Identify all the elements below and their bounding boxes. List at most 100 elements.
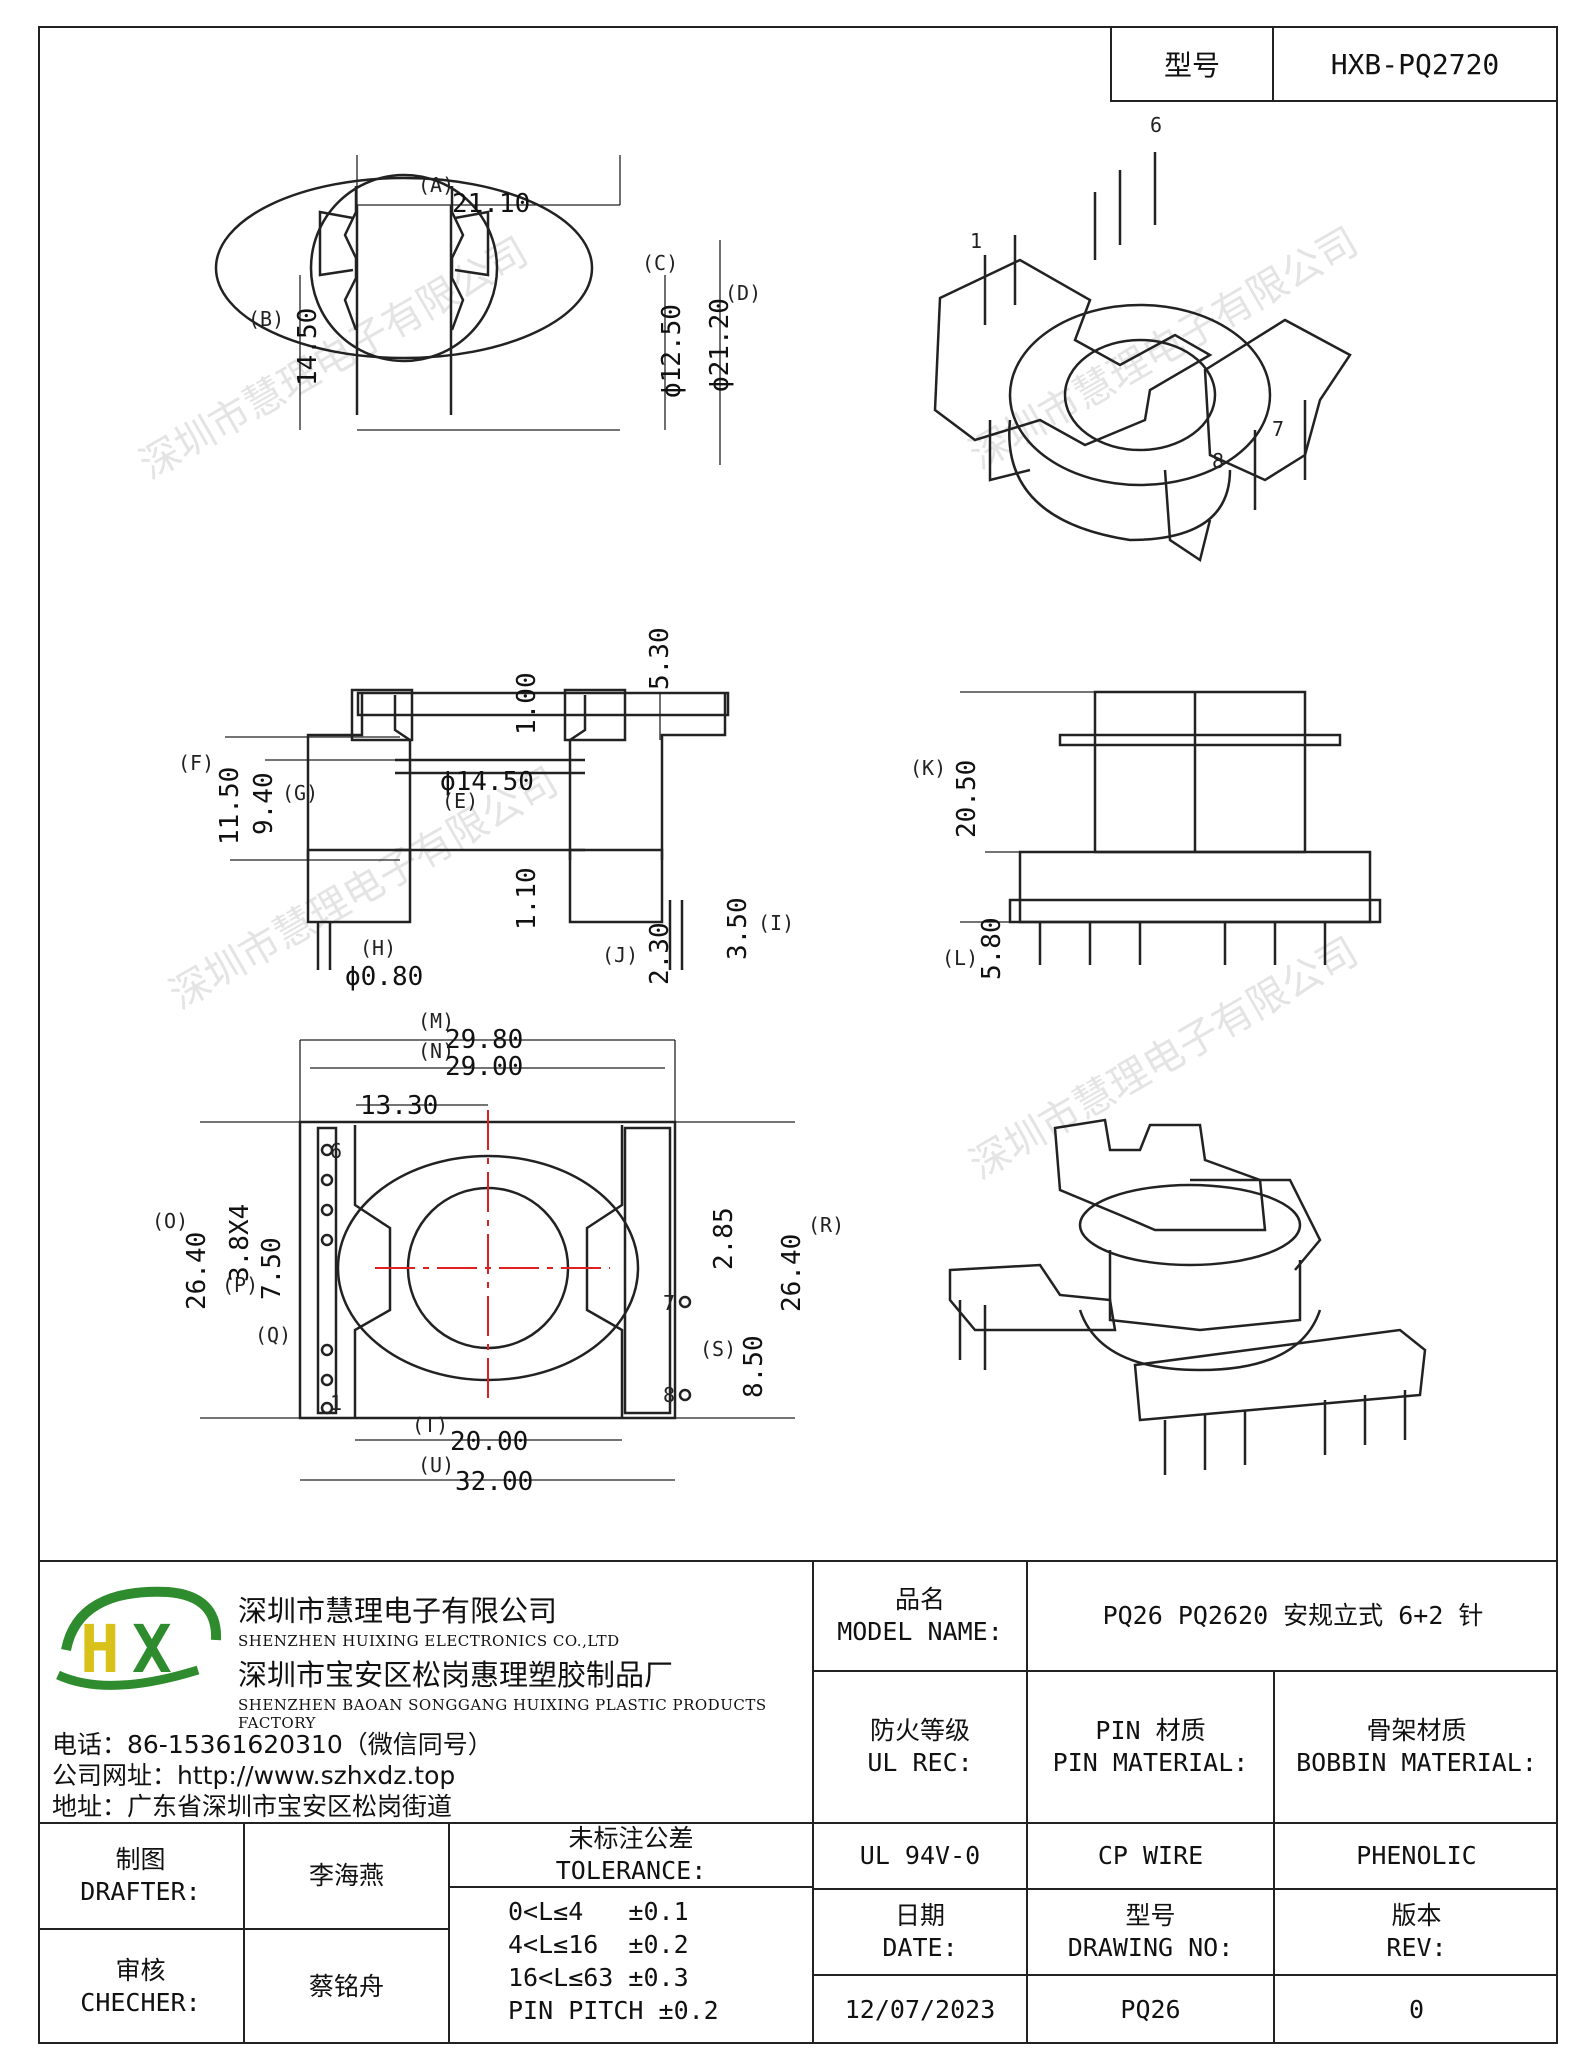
bottom-flange <box>356 691 730 717</box>
rev-header: 版本 REV: <box>1386 1901 1447 1962</box>
dim-S: 8.50 <box>739 1335 769 1398</box>
dim-F: 11.50 <box>215 767 245 845</box>
logo-letter-h: H <box>80 1611 120 1688</box>
dim-label-I: (I) <box>758 911 794 935</box>
iso-pin-7: 7 <box>1272 417 1284 441</box>
dim-M: 29.80 <box>445 1025 523 1055</box>
ul-rec-header: 防火等级 UL REC: <box>867 1716 973 1777</box>
iso-pin-8: 8 <box>1212 449 1224 473</box>
dim-label-B: (B) <box>248 307 284 331</box>
dim-K: 20.50 <box>952 760 982 838</box>
model-header-box: 型号 HXB-PQ2720 <box>1110 26 1558 102</box>
tolerance-row: 16<L≤63 ±0.3 <box>508 1963 689 1992</box>
dim-P-pitch: 3.8X4 <box>225 1204 255 1282</box>
dim-13-30: 13.30 <box>360 1091 438 1121</box>
flange-outline <box>214 176 594 360</box>
tolerance-row: 4<L≤16 ±0.2 <box>508 1930 689 1959</box>
date-header: 日期 DATE: <box>882 1901 958 1962</box>
center-bore <box>309 173 499 363</box>
iso-view-top <box>933 152 1352 563</box>
drawing-frame <box>38 26 1558 2044</box>
dim-O: 26.40 <box>182 1232 212 1310</box>
tolerance-table: 0<L≤4 ±0.1 4<L≤16 ±0.2 16<L≤63 ±0.3 PIN … <box>508 1895 719 2027</box>
title-block: H X 深圳市慧理电子有限公司 SHENZHEN HUIXING ELECTRO… <box>38 1560 1558 2044</box>
end-core <box>1093 690 1307 854</box>
dim-label-P: (P) <box>222 1273 258 1297</box>
company-logo: H X <box>56 1586 222 1690</box>
pin-label-6: 6 <box>330 1139 342 1163</box>
dim-E: ϕ14.50 <box>440 767 534 797</box>
dim-H: ϕ0.80 <box>345 962 423 992</box>
top-view <box>214 155 721 465</box>
model-name-value: PQ26 PQ2620 安规立式 6+2 针 <box>1102 1601 1484 1630</box>
dim-label-R: (R) <box>808 1213 844 1237</box>
pin-label-1: 1 <box>330 1391 342 1415</box>
company-website: 公司网址：http://www.szhxdz.top <box>52 1761 456 1790</box>
logo-letter-x: X <box>132 1611 172 1688</box>
dim-P: 7.50 <box>257 1237 287 1300</box>
dim-C: ϕ12.50 <box>657 304 687 398</box>
tolerance-row: 0<L≤4 ±0.1 <box>508 1897 689 1926</box>
dim-G: 9.40 <box>249 772 279 835</box>
dim-label-Q: (Q) <box>255 1323 291 1347</box>
watermark-text: 深圳市慧理电子有限公司 <box>962 929 1366 1189</box>
drafter-name: 李海燕 <box>308 1861 384 1890</box>
dim-label-N: (N) <box>418 1039 454 1063</box>
company-name-1-en: SHENZHEN HUIXING ELECTRONICS CO.,LTD <box>238 1632 620 1650</box>
dim-I: 3.50 <box>723 897 753 960</box>
drawing-no-header: 型号 DRAWING NO: <box>1067 1901 1234 1962</box>
dim-label-H: (H) <box>360 936 396 960</box>
dim-2-85: 2.85 <box>709 1207 739 1270</box>
dim-R: 26.40 <box>777 1234 807 1312</box>
dim-J: 2.30 <box>645 922 675 985</box>
company-info: H X 深圳市慧理电子有限公司 SHENZHEN HUIXING ELECTRO… <box>38 1560 812 1821</box>
dim-label-A: (A) <box>418 173 454 197</box>
dim-B: 14.50 <box>293 308 323 386</box>
centerlines <box>375 1110 610 1400</box>
end-view <box>960 690 1382 965</box>
dim-5-30: 5.30 <box>645 627 675 690</box>
pin-label-8: 8 <box>663 1383 675 1407</box>
iso-pin-1: 1 <box>970 229 982 253</box>
technical-drawing: 深圳市慧理电子有限公司 深圳市慧理电子有限公司 深圳市慧理电子有限公司 深圳市慧… <box>132 113 1427 1497</box>
dim-1-00: 1.00 <box>512 672 542 735</box>
model-name-header: 品名 MODEL NAME: <box>837 1585 1003 1646</box>
dim-U: 32.00 <box>455 1467 533 1497</box>
model-value: HXB-PQ2720 <box>1330 47 1500 81</box>
bobbin-material-header: 骨架材质 BOBBIN MATERIAL: <box>1296 1716 1537 1777</box>
checker-header: 审核 CHECHER: <box>80 1956 201 2017</box>
drafter-header: 制图 DRAFTER: <box>80 1845 201 1906</box>
iso-view-bottom <box>948 1118 1427 1475</box>
watermark-text: 深圳市慧理电子有限公司 <box>132 229 536 489</box>
tolerance-row: PIN PITCH ±0.2 <box>508 1996 719 2025</box>
company-name-2: 深圳市宝安区松岗惠理塑胶制品厂 <box>238 1658 674 1692</box>
dim-label-F: (F) <box>178 751 214 775</box>
side-view <box>225 688 730 970</box>
ul-value: UL 94V-0 <box>859 1841 981 1870</box>
dim-label-J: (J) <box>602 943 638 967</box>
drawing-no-value: PQ26 <box>1120 1995 1181 2024</box>
dim-label-G: (G) <box>282 781 318 805</box>
dim-label-S: (S) <box>700 1337 736 1361</box>
dim-label-K: (K) <box>910 756 946 780</box>
dim-1-10: 1.10 <box>512 867 542 930</box>
dim-L: 5.80 <box>977 917 1007 980</box>
pin-material-value: CP WIRE <box>1097 1841 1204 1870</box>
dim-label-L: (L) <box>942 946 978 970</box>
model-label: 型号 <box>1112 28 1274 100</box>
pin-label-7: 7 <box>663 1291 675 1315</box>
company-name-2-en: SHENZHEN BAOAN SONGGANG HUIXING PLASTIC … <box>238 1696 767 1732</box>
company-name-1: 深圳市慧理电子有限公司 <box>238 1594 558 1628</box>
date-value: 12/07/2023 <box>844 1995 996 2024</box>
dim-label-M: (M) <box>418 1009 454 1033</box>
dim-A: 21.10 <box>452 189 530 219</box>
checker-name: 蔡铭舟 <box>308 1972 384 2001</box>
company-phone: 电话：86-15361620310（微信同号） <box>52 1730 493 1759</box>
dim-D: ϕ21.20 <box>705 298 735 392</box>
dim-label-E: (E) <box>442 789 478 813</box>
bobbin-material-value: PHENOLIC <box>1356 1841 1477 1870</box>
dim-label-C: (C) <box>642 251 678 275</box>
dim-T: 20.00 <box>450 1427 528 1457</box>
iso-pin-6: 6 <box>1150 113 1162 137</box>
rev-value: 0 <box>1408 1995 1425 2024</box>
